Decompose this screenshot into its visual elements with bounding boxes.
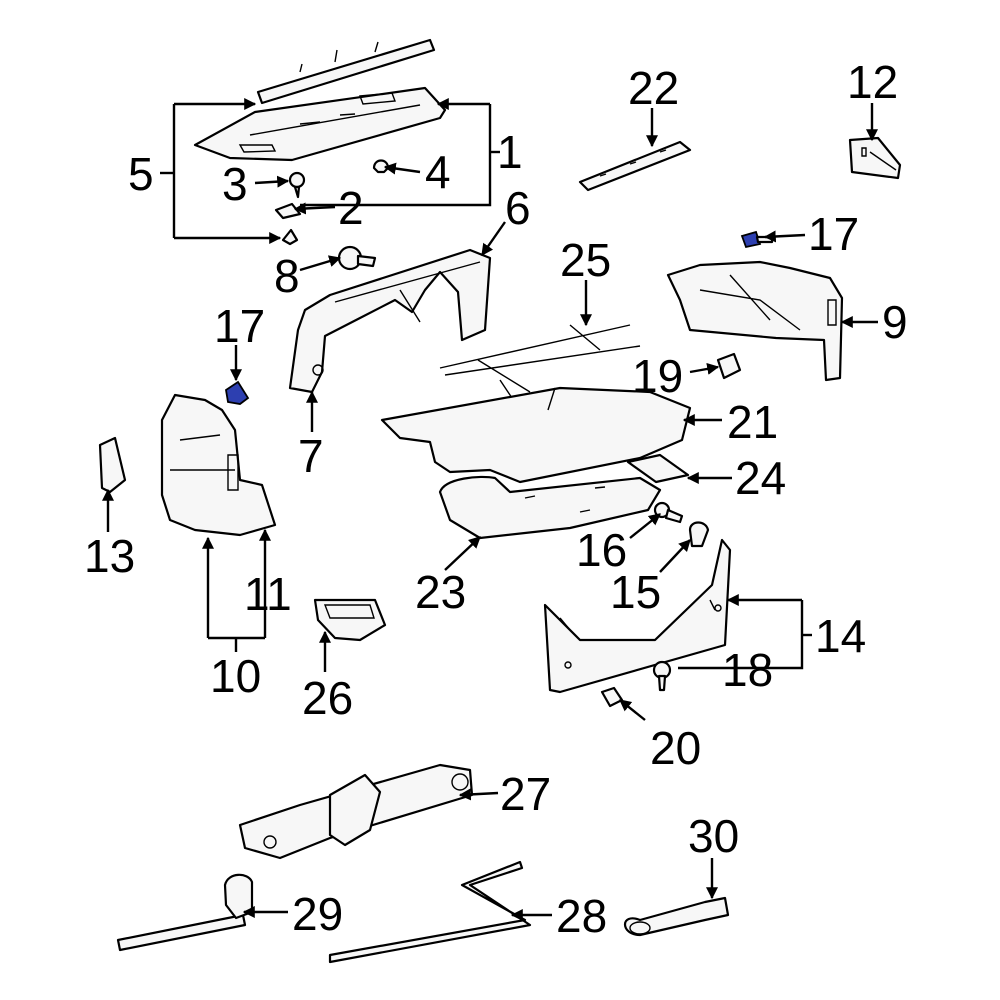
callout-8: 8 (274, 250, 300, 302)
callout-24: 24 (735, 452, 786, 504)
jack-handle-28 (328, 860, 532, 964)
spare-cover-23 (438, 475, 662, 540)
callout-23: 23 (415, 566, 466, 618)
callout-7: 7 (298, 430, 324, 482)
trunk-mat-21 (380, 386, 692, 484)
floor-reinforcement-25 (439, 324, 641, 399)
bracket-12 (848, 136, 902, 180)
callout-numbers: 1 2 3 4 5 6 7 8 9 10 11 12 13 14 15 16 1… (84, 56, 908, 942)
end-panel-trim-14 (543, 538, 732, 694)
callout-20: 20 (650, 722, 701, 774)
callout-11: 11 (244, 568, 292, 620)
rail-22 (578, 140, 692, 192)
callout-1: 1 (497, 126, 523, 178)
callout-21: 21 (727, 396, 778, 448)
retainer-18 (652, 660, 672, 692)
clip-2 (274, 202, 302, 220)
callout-15: 15 (610, 566, 661, 618)
callout-10: 10 (210, 650, 261, 702)
clip-20 (600, 686, 624, 708)
bracket-17-left (225, 380, 250, 405)
callout-17-left: 17 (214, 300, 265, 352)
bolt-17-right (740, 230, 774, 249)
callout-12: 12 (847, 56, 898, 108)
callout-18: 18 (722, 644, 773, 696)
callout-13: 13 (84, 530, 135, 582)
bracket-13 (98, 436, 127, 494)
clip-15 (688, 521, 710, 548)
bolt-16 (653, 501, 684, 524)
callout-29: 29 (292, 888, 343, 940)
rear-panel-trim (288, 248, 492, 394)
callout-5: 5 (128, 148, 154, 200)
callout-27: 27 (500, 768, 551, 820)
callout-17-right: 17 (808, 208, 859, 260)
callout-22: 22 (628, 62, 679, 114)
callout-9: 9 (882, 296, 908, 348)
pin-5 (281, 228, 299, 246)
clip-19 (716, 352, 742, 380)
callout-19: 19 (632, 350, 683, 402)
quarter-trim-left (160, 393, 277, 537)
screw-3 (288, 171, 306, 199)
push-retainer-8 (337, 245, 377, 271)
leader-lines (102, 98, 878, 921)
callout-25: 25 (560, 234, 611, 286)
callout-28: 28 (556, 890, 607, 942)
package-tray-trim (193, 38, 447, 162)
callout-26: 26 (302, 672, 353, 724)
lug-wrench-29 (116, 873, 254, 952)
jack-27 (238, 763, 474, 860)
tow-hook-30 (624, 896, 730, 937)
callout-4: 4 (425, 146, 451, 198)
callout-3: 3 (222, 158, 248, 210)
callout-6: 6 (505, 182, 531, 234)
callout-30: 30 (688, 810, 739, 862)
callout-2: 2 (338, 182, 364, 234)
callout-16: 16 (576, 524, 627, 576)
tray-26 (313, 598, 387, 642)
quarter-trim-right (666, 260, 844, 382)
callout-14: 14 (815, 610, 866, 662)
